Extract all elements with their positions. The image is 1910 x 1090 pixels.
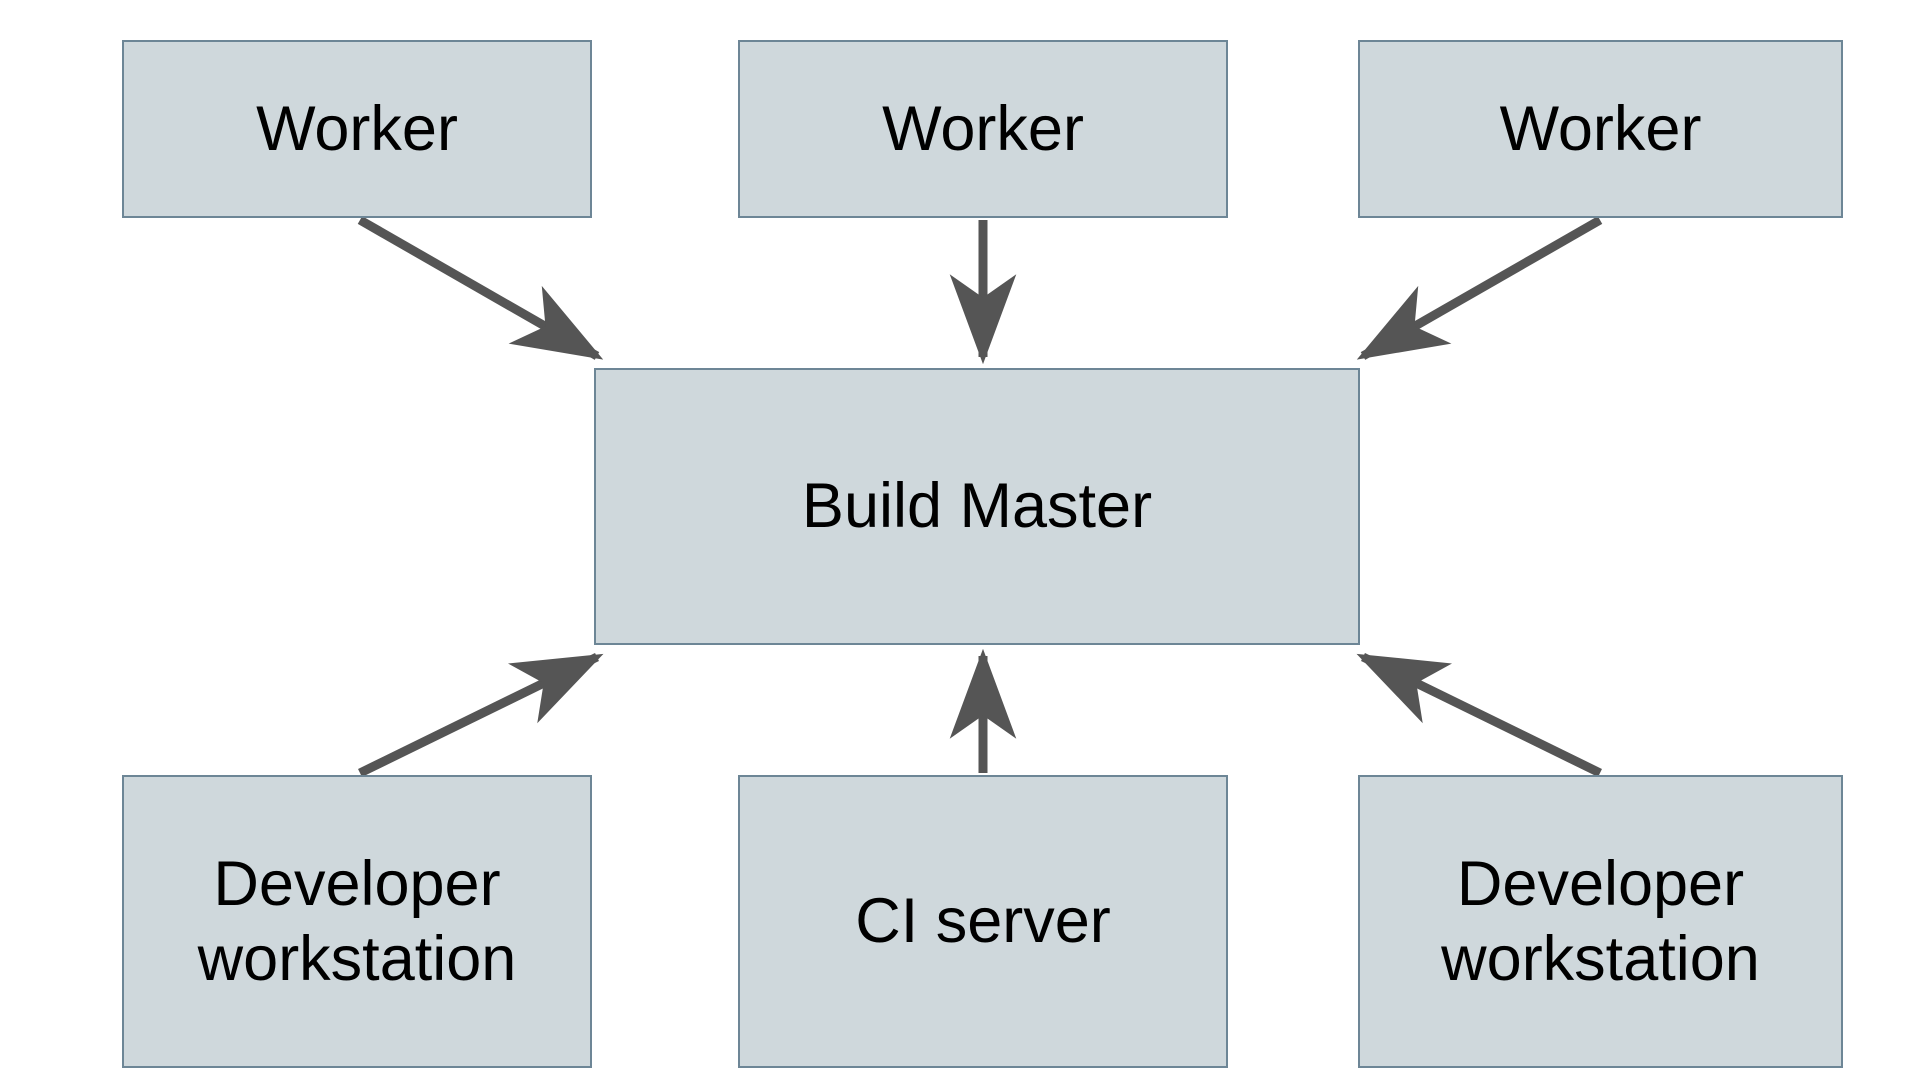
node-build-master-label: Build Master — [801, 471, 1153, 542]
node-ci-server-label: CI server — [855, 886, 1111, 957]
node-worker-3[interactable]: Worker — [1358, 40, 1843, 218]
node-developer-workstation-left[interactable]: Developer workstation — [122, 775, 592, 1068]
node-build-master[interactable]: Build Master — [594, 368, 1360, 645]
node-developer-workstation-left-label: Developer workstation — [197, 849, 517, 994]
edge-worker-1-to-build-master — [357, 216, 604, 360]
node-worker-2-label: Worker — [882, 93, 1084, 164]
node-ci-server[interactable]: CI server — [738, 775, 1228, 1068]
node-worker-1-label: Worker — [256, 93, 458, 164]
node-worker-2[interactable]: Worker — [738, 40, 1228, 218]
node-developer-workstation-right[interactable]: Developer workstation — [1358, 775, 1843, 1068]
edge-dev-ws-1-to-build-master — [358, 652, 604, 778]
edge-worker-3-to-build-master — [1356, 216, 1603, 360]
node-worker-1[interactable]: Worker — [122, 40, 592, 218]
node-developer-workstation-right-label: Developer workstation — [1441, 849, 1760, 994]
edge-dev-ws-2-to-build-master — [1356, 652, 1602, 778]
node-worker-3-label: Worker — [1499, 93, 1702, 164]
